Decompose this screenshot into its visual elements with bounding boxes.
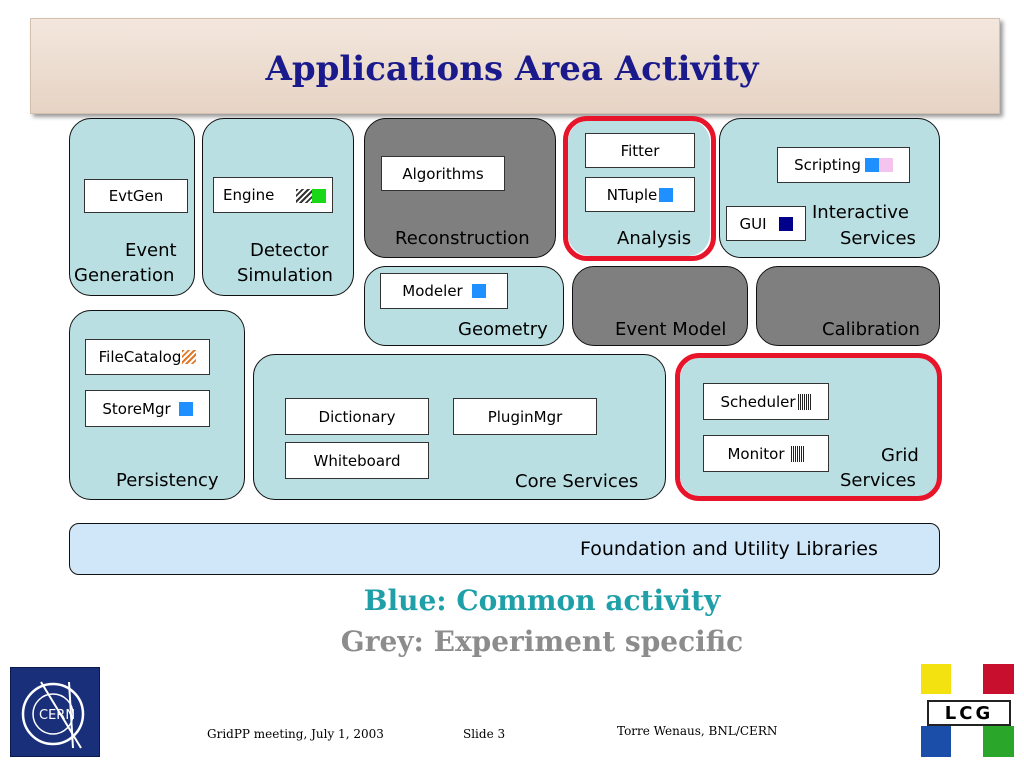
hatched-square-icon — [296, 188, 313, 203]
gui-box: GUI — [726, 206, 806, 241]
orange-hatch-icon — [182, 350, 197, 364]
detector-simulation-label-2: Simulation — [237, 265, 333, 286]
core-services-label: Core Services — [515, 471, 639, 492]
blue-square-icon — [471, 284, 486, 298]
filecatalog-label: FileCatalog — [98, 348, 182, 366]
blue-square-icon — [178, 401, 193, 416]
footer-slide: Slide 3 — [463, 727, 506, 741]
detector-simulation-label-1: Detector — [250, 240, 329, 261]
modeler-box: Modeler — [380, 273, 508, 309]
interactive-services-label-2: Services — [840, 228, 916, 249]
cern-logo-icon: CERN — [21, 681, 85, 749]
group-grid-services — [680, 357, 938, 497]
group-calibration — [756, 266, 940, 346]
event-generation-label-1: Event — [125, 240, 177, 261]
filecatalog-box: FileCatalog — [85, 339, 210, 375]
analysis-highlight — [563, 116, 716, 261]
reconstruction-label: Reconstruction — [395, 228, 530, 249]
gui-label: GUI — [739, 214, 767, 233]
foundation-label: Foundation and Utility Libraries — [580, 538, 878, 560]
scripting-box: Scripting — [777, 147, 910, 183]
ntuple-box: NTuple — [585, 177, 695, 212]
footer-author: Torre Wenaus, BNL/CERN — [617, 724, 778, 738]
analysis-label: Analysis — [617, 228, 692, 249]
lcg-logo: LCG — [921, 664, 1014, 757]
page-title: Applications Area Activity — [265, 49, 759, 89]
monitor-label: Monitor — [727, 444, 785, 463]
engine-box: Engine — [213, 177, 333, 213]
geometry-label: Geometry — [458, 319, 548, 340]
title-bar — [30, 18, 1000, 114]
monitor-box: Monitor — [703, 435, 829, 472]
ntuple-label: NTuple — [606, 185, 658, 204]
persistency-label: Persistency — [116, 470, 219, 491]
navy-square-icon — [778, 216, 793, 231]
lcg-logo-text: LCG — [927, 700, 1011, 726]
blue-square-icon — [659, 187, 674, 202]
interactive-services-label-1: Interactive — [812, 202, 909, 223]
whiteboard-box: Whiteboard — [285, 442, 429, 479]
grid-services-highlight — [675, 353, 942, 501]
storemgr-box: StoreMgr — [85, 390, 210, 427]
algorithms-box: Algorithms — [381, 156, 505, 191]
foundation-bar — [69, 523, 940, 575]
pluginmgr-box: PluginMgr — [453, 398, 597, 435]
scheduler-label: Scheduler — [720, 392, 796, 411]
footer-meeting: GridPP meeting, July 1, 2003 — [207, 727, 384, 741]
legend-blue: Blue: Common activity — [363, 584, 721, 617]
calibration-label: Calibration — [822, 319, 920, 340]
evtgen-box: EvtGen — [84, 179, 188, 213]
barcode-icon — [790, 445, 805, 462]
group-event-model — [572, 266, 748, 346]
pink-square-icon — [878, 158, 893, 172]
modeler-label: Modeler — [402, 282, 463, 300]
scheduler-box: Scheduler — [703, 383, 829, 420]
dictionary-box: Dictionary — [285, 398, 429, 435]
grid-services-label-2: Services — [840, 470, 916, 491]
barcode-icon — [797, 393, 812, 410]
event-model-label: Event Model — [615, 319, 727, 340]
grid-services-label-1: Grid — [881, 445, 919, 466]
svg-text:CERN: CERN — [39, 708, 75, 723]
fitter-box: Fitter — [585, 133, 695, 168]
engine-label: Engine — [223, 186, 275, 204]
green-square-icon — [312, 188, 327, 203]
storemgr-label: StoreMgr — [102, 399, 171, 418]
cern-logo: CERN — [10, 667, 100, 757]
legend-grey: Grey: Experiment specific — [340, 625, 744, 658]
event-generation-label-2: Generation — [74, 265, 175, 286]
scripting-label: Scripting — [794, 156, 861, 174]
blue-square-icon — [864, 158, 879, 172]
